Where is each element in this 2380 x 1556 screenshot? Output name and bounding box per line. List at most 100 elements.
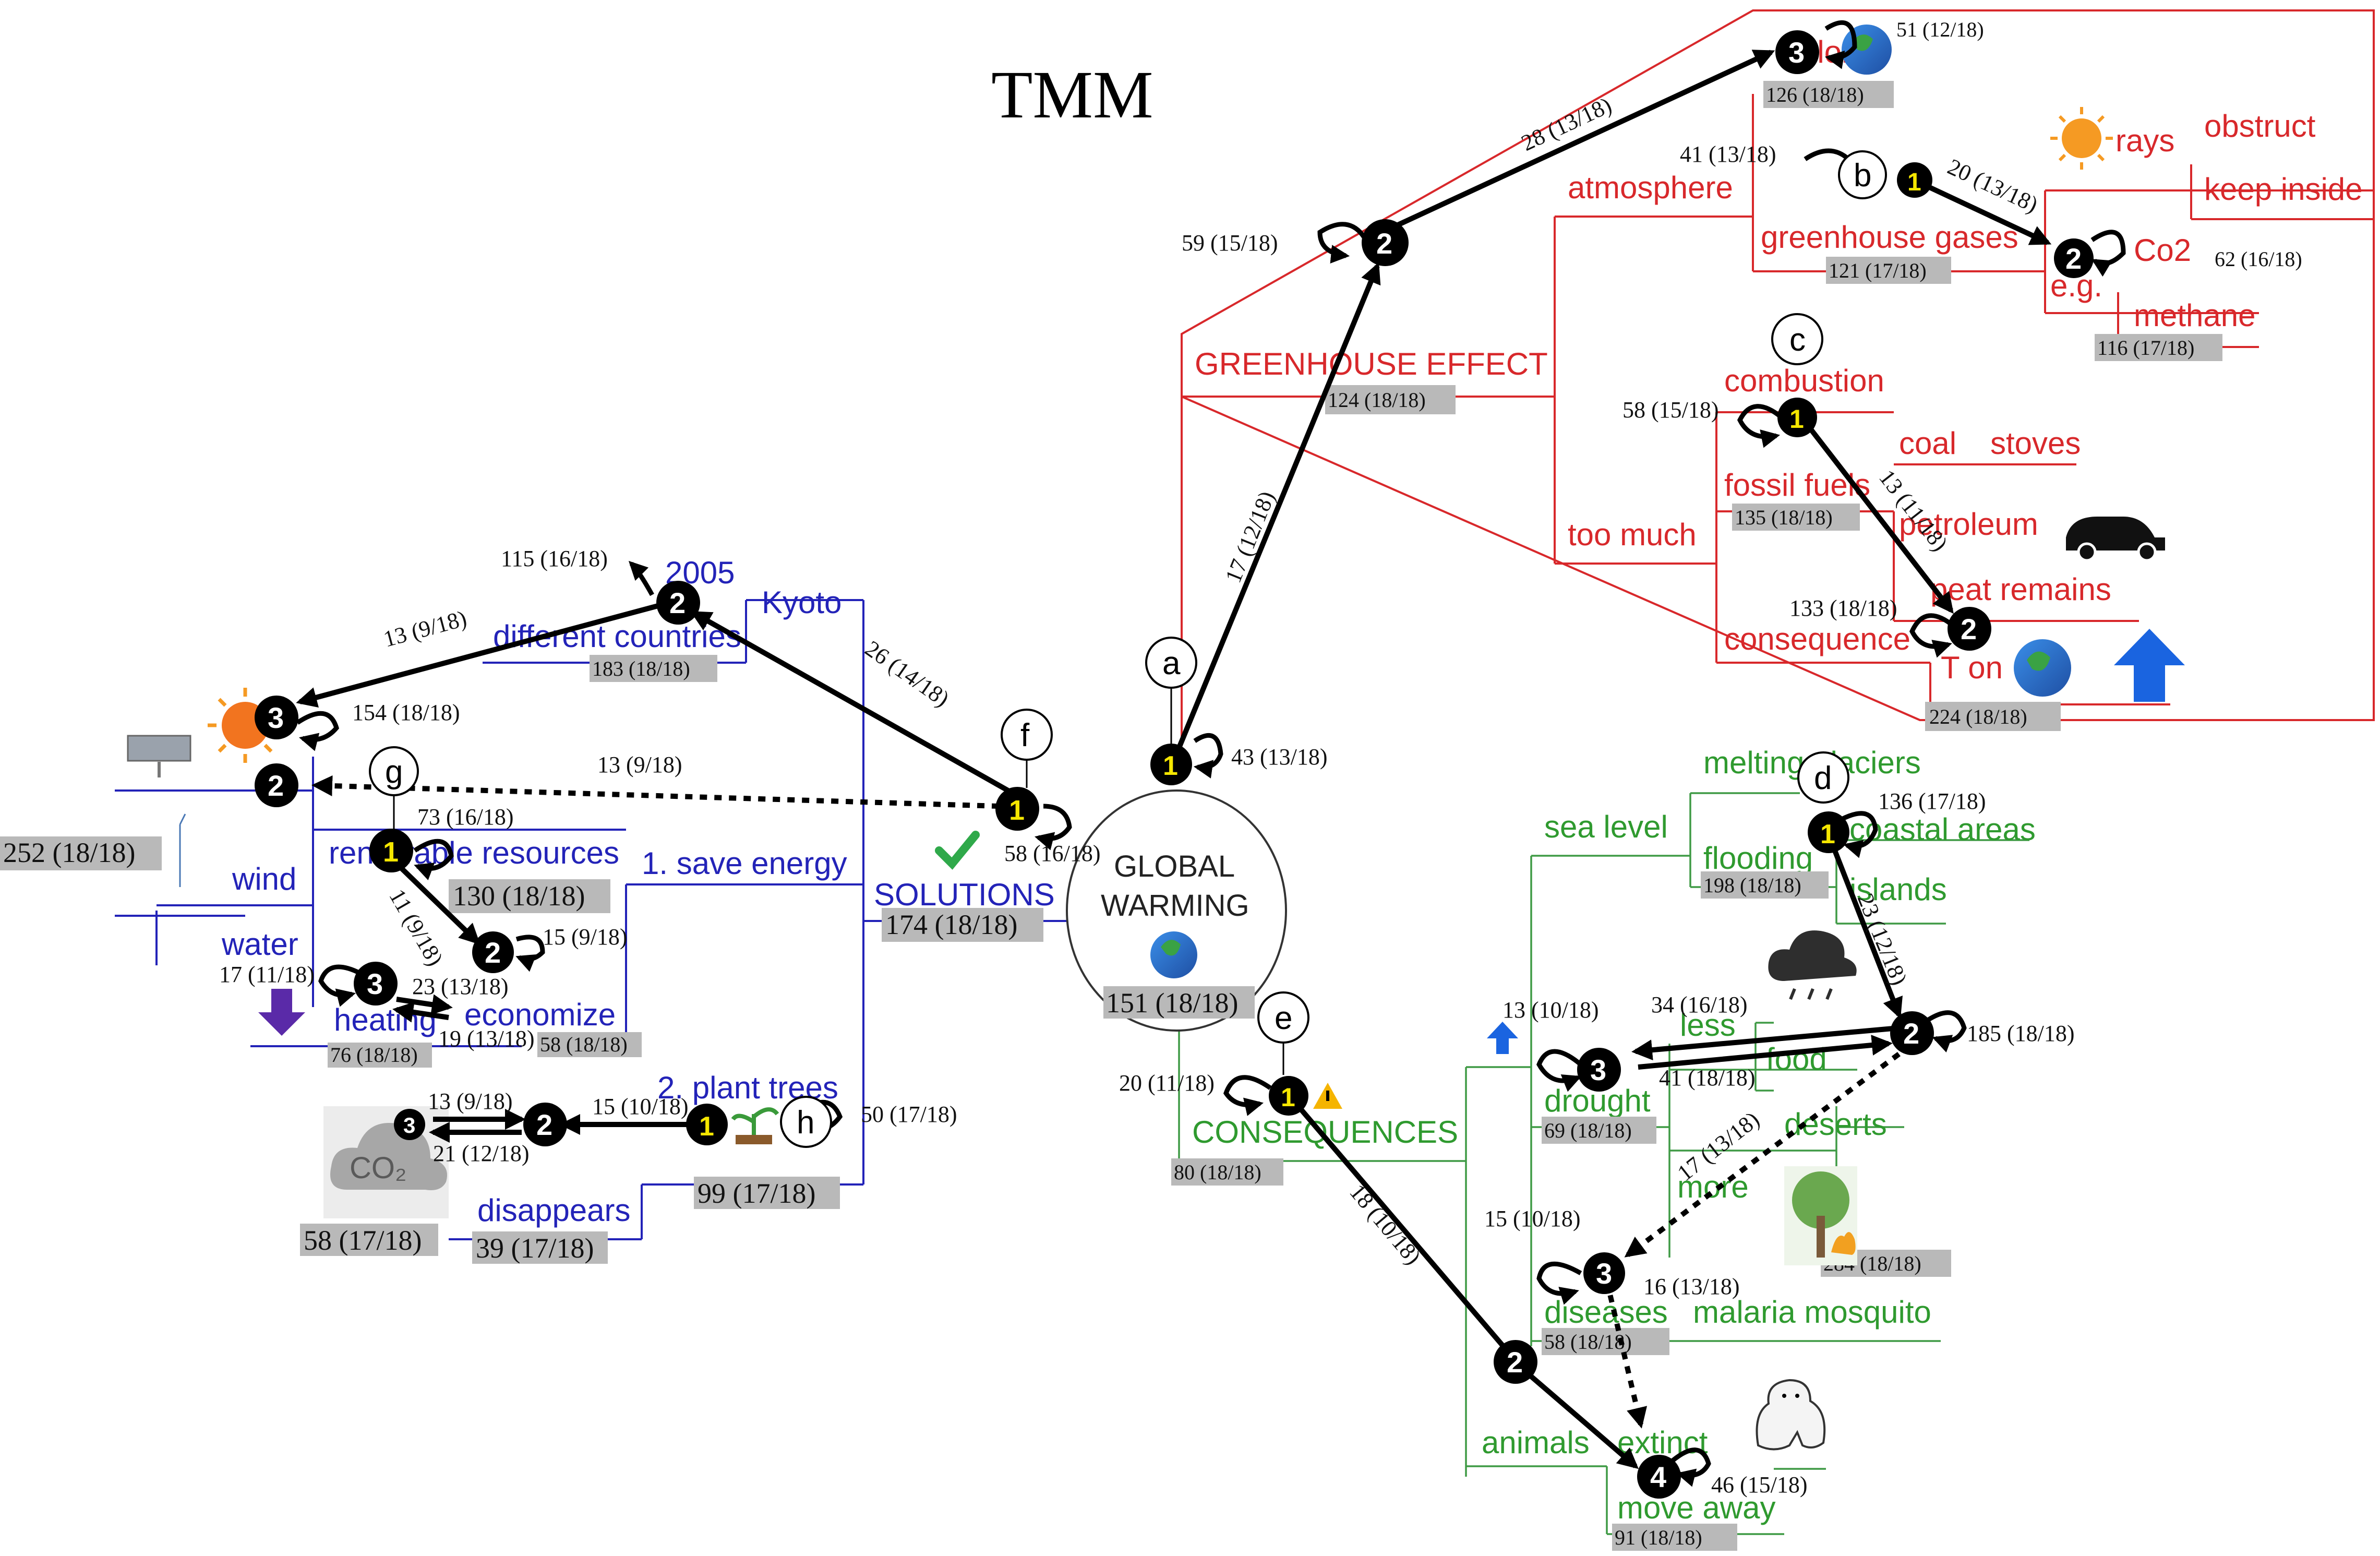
solar-panel-icon — [127, 735, 191, 777]
wind-turbine-icon — [179, 813, 186, 887]
marker-g — [369, 746, 419, 796]
methane-label: methane — [2134, 298, 2256, 333]
center-line1: GLOBAL — [1114, 849, 1235, 883]
svg-text:2: 2 — [1961, 613, 1977, 645]
edge-label: 43 (13/18) — [1231, 744, 1328, 770]
edge-label: 185 (18/18) — [1967, 1021, 2075, 1046]
color-count: 126 (18/18) — [1766, 83, 1864, 106]
node-b1 — [1897, 162, 1932, 198]
greenhouse-root-label: GREENHOUSE EFFECT — [1195, 346, 1548, 381]
edge-label: 15 (10/18) — [592, 1094, 689, 1119]
consequences-branch — [1178, 792, 2029, 1535]
svg-text:2: 2 — [1507, 1346, 1523, 1379]
svg-text:2: 2 — [268, 769, 284, 802]
svg-text:1: 1 — [1009, 795, 1025, 826]
warning-icon — [1313, 1083, 1342, 1109]
svg-text:1: 1 — [1789, 404, 1804, 434]
save-energy-label: 1. save energy — [642, 846, 847, 881]
svg-text:1: 1 — [1281, 1083, 1295, 1112]
svg-text:1: 1 — [1820, 819, 1835, 849]
edge-label: 41 (18/18) — [1659, 1065, 1756, 1091]
marker-c-text: c — [1789, 322, 1806, 358]
consequences-root-label: CONSEQUENCES — [1192, 1115, 1458, 1150]
less-label: less — [1680, 1008, 1736, 1043]
sprout-icon — [731, 1107, 779, 1144]
up-arrow-icon — [1487, 1022, 1518, 1054]
svg-text:1: 1 — [699, 1111, 714, 1142]
marker-f — [1001, 709, 1053, 761]
edge-label: 136 (17/18) — [1878, 788, 1986, 814]
marker-h — [780, 1096, 832, 1148]
letter-markers — [369, 150, 1887, 1148]
edge-label: 50 (17/18) — [861, 1102, 957, 1127]
consequences-labels: CONSEQUENCES 80 (18/18) sea level meltin… — [1171, 745, 2036, 1551]
edge-label: 13 (9/18) — [381, 605, 470, 652]
edge-label: 59 (15/18) — [1182, 230, 1278, 256]
co2-label: Co2 — [2134, 233, 2191, 268]
wind-label: wind — [232, 861, 296, 896]
rays-label: rays — [2115, 123, 2174, 158]
edge-label: 23 (13/18) — [412, 974, 509, 999]
earth-small-icon — [2014, 639, 2071, 697]
petroleum-label: petroleum — [1899, 507, 2038, 542]
svg-text:1: 1 — [1163, 751, 1178, 781]
side-count: 252 (18/18) — [3, 837, 135, 868]
up-arrow-icon — [2114, 629, 2185, 702]
disappears-label: disappears — [477, 1193, 631, 1228]
edge-label: 13 (9/18) — [597, 752, 682, 777]
greenhouse-root-count: 124 (18/18) — [1328, 388, 1426, 412]
greenhouse-gases-label: greenhouse gases — [1761, 220, 2018, 255]
solutions-root-label: SOLUTIONS — [874, 877, 1055, 912]
edge-label: 154 (18/18) — [352, 700, 460, 725]
different-countries-label: different countries — [493, 619, 741, 654]
marker-a-text: a — [1162, 645, 1181, 681]
co2-count: 62 (16/18) — [2215, 247, 2302, 271]
edges — [296, 50, 2052, 1469]
methane-count: 116 (17/18) — [2097, 336, 2194, 360]
edge-label: 46 (15/18) — [1711, 1472, 1808, 1498]
coal-label: coal — [1899, 426, 1956, 461]
co2-cloud-count: 58 (17/18) — [304, 1225, 422, 1256]
renewable-resources-count: 130 (18/18) — [453, 880, 585, 912]
edge-label: 15 (10/18) — [1484, 1206, 1581, 1231]
greenhouse-gases-count: 121 (17/18) — [1829, 259, 1927, 282]
svg-text:4: 4 — [1650, 1461, 1666, 1493]
deserts-label: deserts — [1784, 1107, 1887, 1142]
svg-text:1: 1 — [1907, 169, 1921, 196]
edge-label: 13 (10/18) — [1502, 997, 1599, 1023]
edge-label: 73 (16/18) — [417, 804, 514, 830]
sun-icon — [2050, 107, 2113, 170]
edge-label: 13 (9/18) — [428, 1088, 513, 1114]
consequence-label: consequence — [1724, 621, 1910, 656]
tree-icon — [1784, 1166, 1857, 1265]
color-loop-count: 51 (12/18) — [1896, 18, 1984, 41]
solutions-root-count: 174 (18/18) — [885, 909, 1017, 940]
letter-marker-texts: a b c d e f g h — [385, 158, 1871, 1141]
marker-b — [1838, 150, 1887, 199]
different-countries-count: 183 (18/18) — [592, 657, 690, 680]
t-on-count: 224 (18/18) — [1929, 705, 2027, 728]
extinct-label: extinct — [1617, 1425, 1708, 1460]
heating-label: heating — [334, 1002, 437, 1037]
marker-e — [1257, 991, 1309, 1044]
edge-label: 20 (11/18) — [1119, 1070, 1215, 1096]
svg-text:2: 2 — [2065, 242, 2082, 275]
heating-count: 76 (18/18) — [330, 1043, 418, 1067]
fossil-fuels-label: fossil fuels — [1724, 468, 1870, 502]
edge-label: 20 (13/18) — [1944, 154, 2042, 218]
edge-label: 15 (9/18) — [543, 924, 628, 950]
checkmark-icon — [935, 831, 980, 870]
edge-label: 21 (12/18) — [433, 1141, 530, 1166]
svg-text:3: 3 — [268, 701, 284, 734]
svg-text:3: 3 — [1596, 1257, 1612, 1290]
node-e1 — [1269, 1076, 1308, 1116]
edge-label: 26 (14/18) — [860, 636, 954, 712]
consequences-root-count: 80 (18/18) — [1174, 1160, 1261, 1184]
disappears-count: 39 (17/18) — [476, 1232, 594, 1264]
kyoto-label: Kyoto — [762, 585, 842, 620]
svg-text:3: 3 — [1788, 36, 1805, 69]
edge-label: 18 (10/18) — [1344, 1179, 1426, 1270]
food-label: food — [1766, 1042, 1827, 1076]
marker-g-text: g — [385, 754, 403, 790]
marker-e-text: e — [1275, 1000, 1292, 1036]
